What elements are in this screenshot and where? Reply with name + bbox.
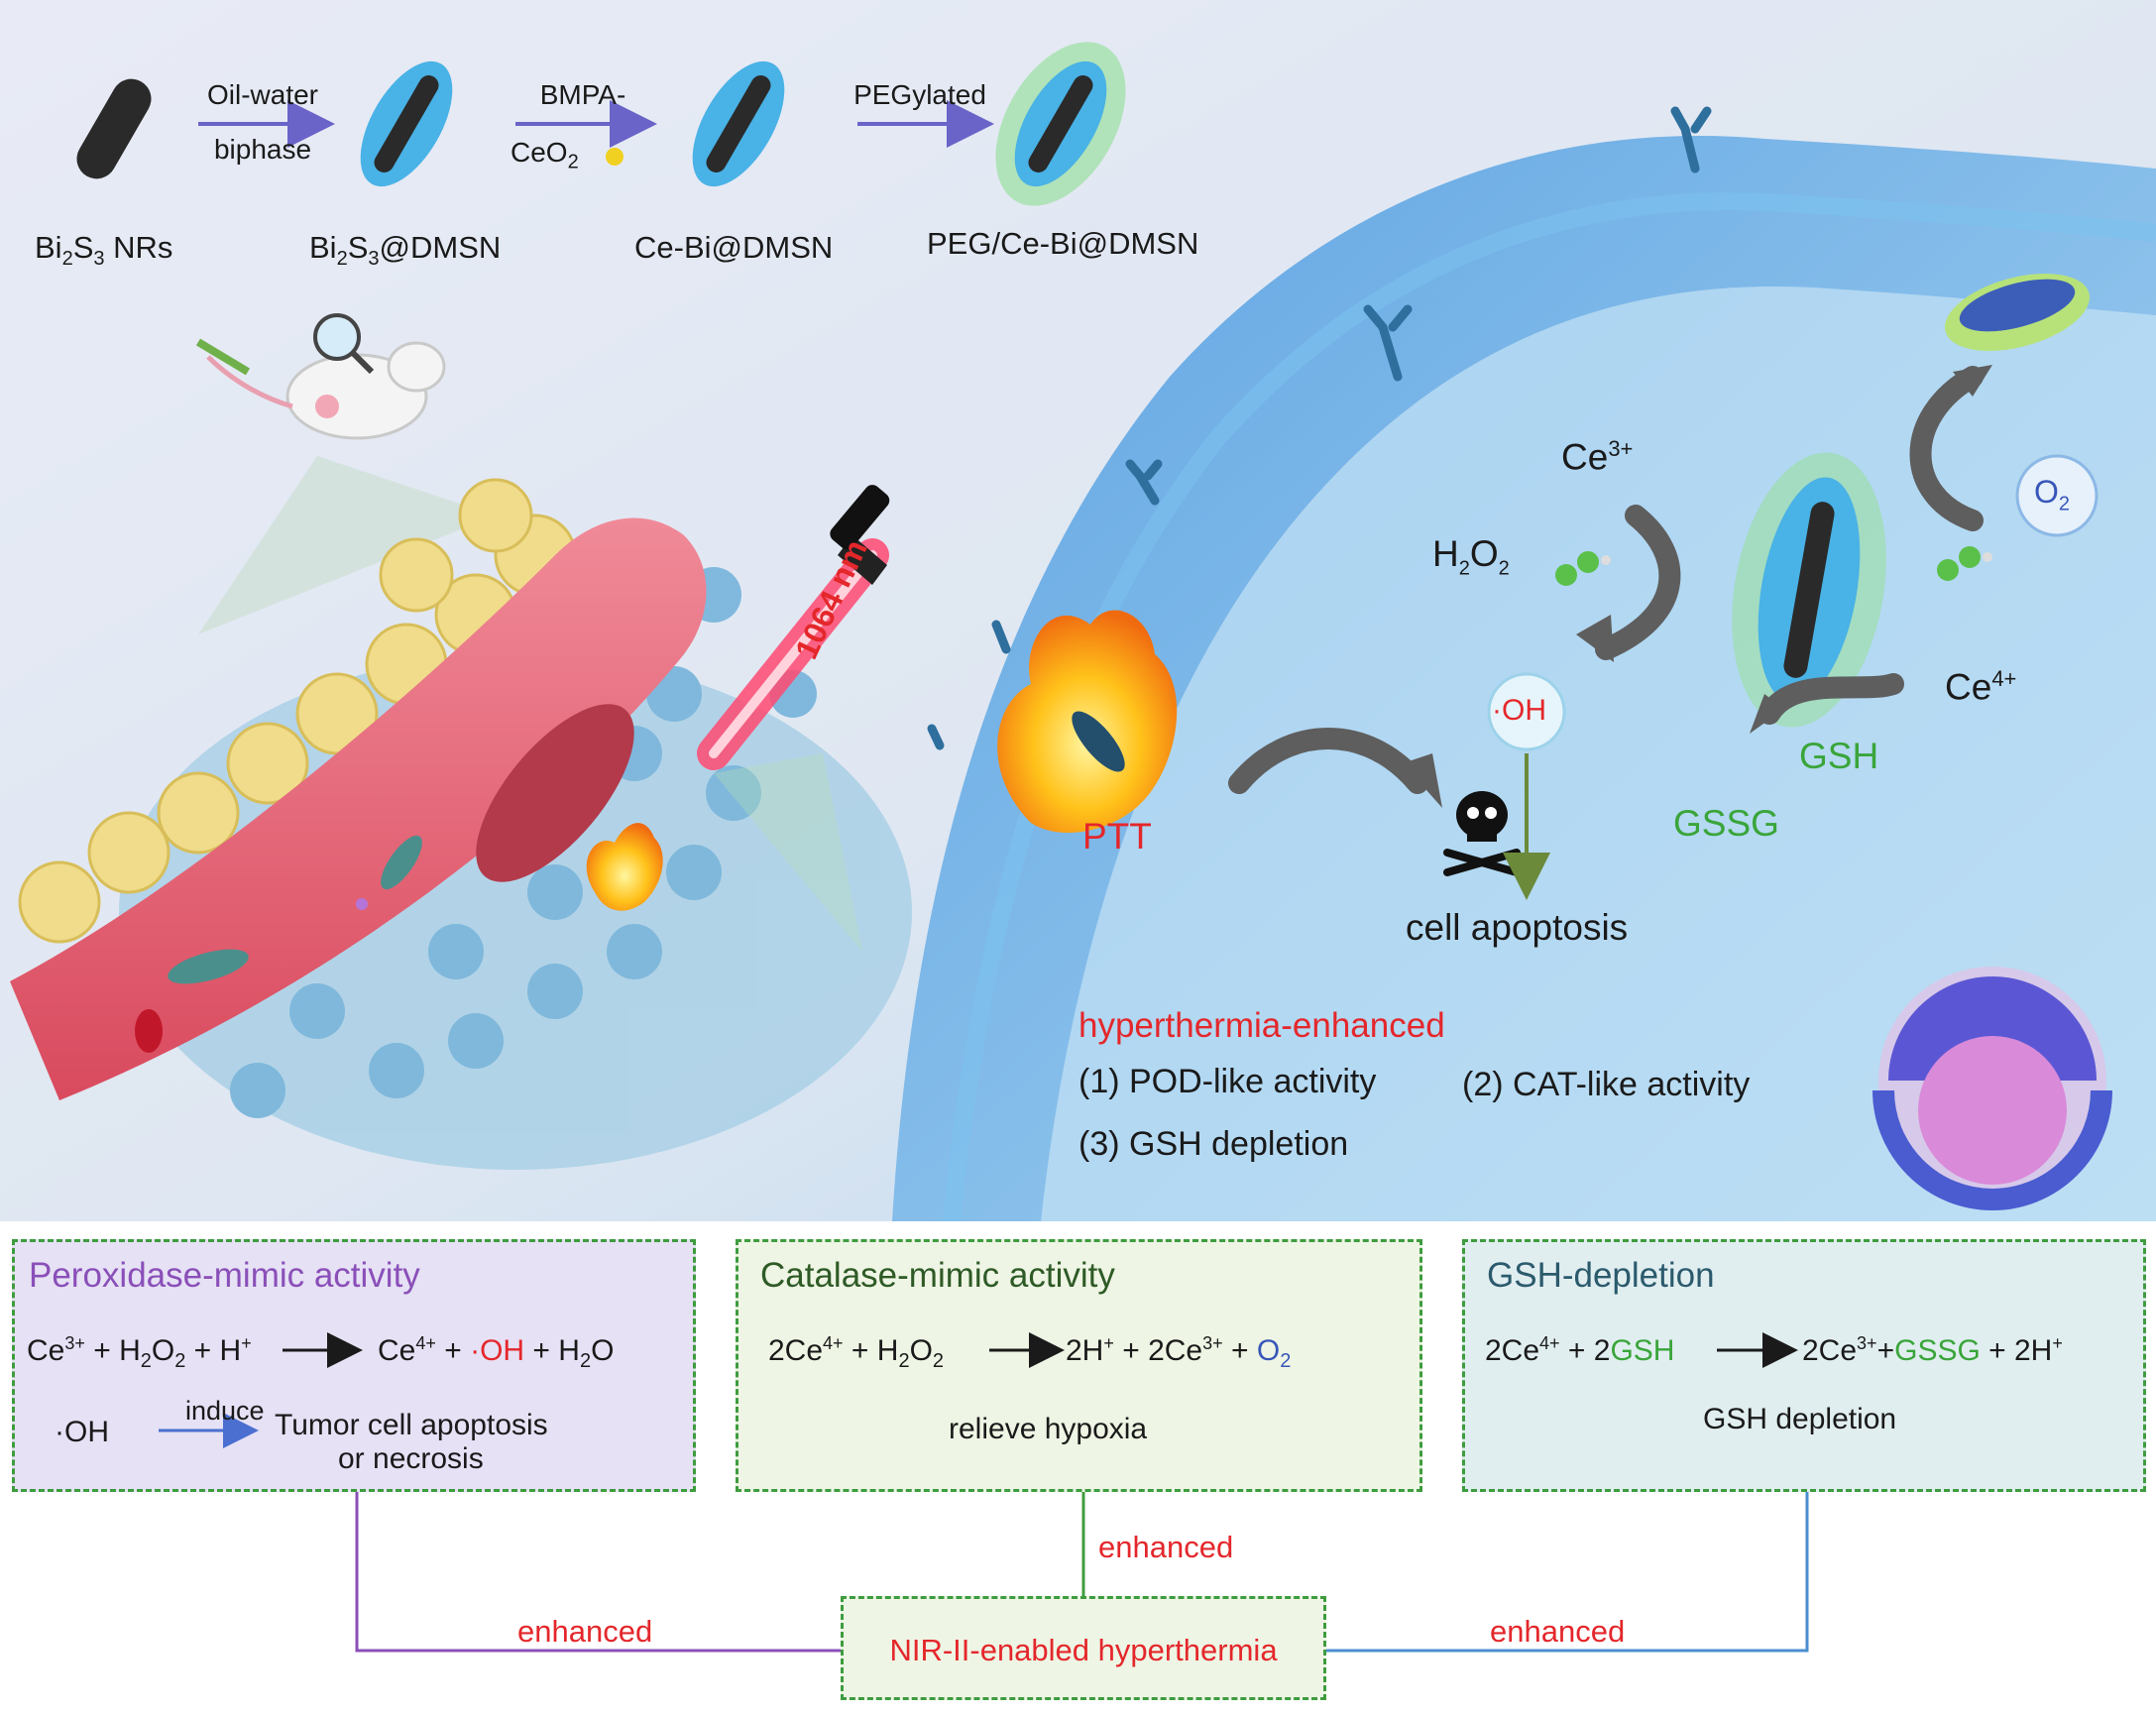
center-title: NIR-II-enabled hyperthermia [889,1633,1278,1667]
enhanced-left-label: enhanced [517,1614,653,1649]
nanoparticle-cross-section-icon [1872,967,2112,1210]
healthy-cells [18,478,577,944]
product-label-3: Ce-Bi@DMSN [634,230,834,265]
step3-label-top: PEGylated [853,79,986,110]
nanorod-ce-dmsn-icon [692,60,785,187]
step2-label-bottom: CeO2 [511,137,579,173]
peroxidase-equation-products: Ce4+ + ·OH + H2O [378,1333,615,1372]
catalase-equation: 2Ce4+ + H2O2 [768,1333,945,1372]
peroxidase-box: Peroxidase-mimic activity Ce3+ + H2O2 + … [12,1239,696,1492]
blood-vessel [10,517,707,1100]
catalase-title: Catalase-mimic activity [760,1256,1115,1295]
ce4-label: Ce4+ [1945,666,2017,708]
mitochondrion-icon [1944,274,2091,351]
catalase-box: Catalase-mimic activity 2Ce4+ + H2O2 2H+… [736,1239,1422,1492]
ptt-label: PTT [1082,816,1152,857]
peroxidase-equation: Ce3+ + H2O2 + H+ [27,1333,252,1372]
gsh-label: GSH [1799,736,1879,776]
fire-icon [586,823,663,911]
step1-label-bottom: biphase [213,134,312,165]
nanorod-bi2s3-icon [76,78,152,179]
mouse-icon [195,313,446,440]
step2-label-top: BMPA- [539,79,626,110]
center-box: NIR-II-enabled hyperthermia [841,1596,1326,1700]
cycle-arrows [1595,366,1984,725]
ptt-fire-icon [997,610,1178,833]
gsh-box: GSH-depletion 2Ce4+ + 2GSH 2Ce3++GSSG + … [1462,1239,2146,1492]
apoptosis-result-line2: or necrosis [338,1442,484,1475]
gsh-box-fill [1462,1239,2146,1492]
summary-item-3: (3) GSH depletion [1078,1125,1349,1163]
h2o2-label: H2O2 [1432,533,1510,580]
catalase-equation-products: 2H+ + 2Ce3+ + O2 [1066,1333,1292,1372]
h2o2-molecule-icon-2 [1937,546,1992,581]
h2o2-molecule-icon [1555,551,1611,586]
relieve-hypoxia-label: relieve hypoxia [949,1413,1148,1445]
product-label-4: PEG/Ce-Bi@DMSN [927,226,1199,261]
step1-label-top: Oil-water [206,79,318,110]
gsh-equation: 2Ce4+ + 2GSH [1485,1333,1675,1367]
ceo2-particle-icon [606,148,624,166]
ptt-arrow [1228,728,1428,794]
connector-left [355,1492,841,1653]
peroxidase-oh-label: ·OH [55,1416,109,1448]
gsh-title: GSH-depletion [1487,1256,1715,1295]
product-label-1: Bi2S3 NRs [35,230,173,271]
o2-label: O2 [2034,474,2071,515]
gsh-equation-products: 2Ce3++GSSG + 2H+ [1802,1333,2063,1367]
nanorod-dmsn-icon [360,60,453,187]
summary-title: hyperthermia-enhanced [1078,1006,1445,1045]
catalase-box-fill [736,1239,1422,1492]
apoptosis-result-line1: Tumor cell apoptosis [275,1409,548,1441]
nanorod-peg-mechanism-icon [1732,452,1886,728]
center-box-fill [841,1596,1326,1700]
cell-apoptosis-label: cell apoptosis [1406,907,1629,948]
laser-icon [697,485,890,770]
gssg-label: GSSG [1673,803,1779,844]
gsh-depletion-note: GSH depletion [1703,1403,1897,1435]
summary-item-1: (1) POD-like activity [1078,1063,1377,1100]
receptor-icons [927,106,1712,750]
ce3-label: Ce3+ [1561,436,1634,478]
peroxidase-title: Peroxidase-mimic activity [29,1256,420,1295]
connector-right [1326,1492,1809,1653]
induce-label: induce [185,1396,265,1426]
enhanced-right-label: enhanced [1490,1614,1626,1649]
oh-radical-label: ·OH [1492,694,1546,727]
summary-item-2: (2) CAT-like activity [1462,1066,1751,1103]
product-label-2: Bi2S3@DMSN [309,230,502,271]
nanorod-peg-icon [995,42,1126,206]
enhanced-top-label: enhanced [1098,1530,1234,1564]
oh-bubble-icon [1487,672,1566,751]
o2-bubble-icon [2015,454,2099,537]
